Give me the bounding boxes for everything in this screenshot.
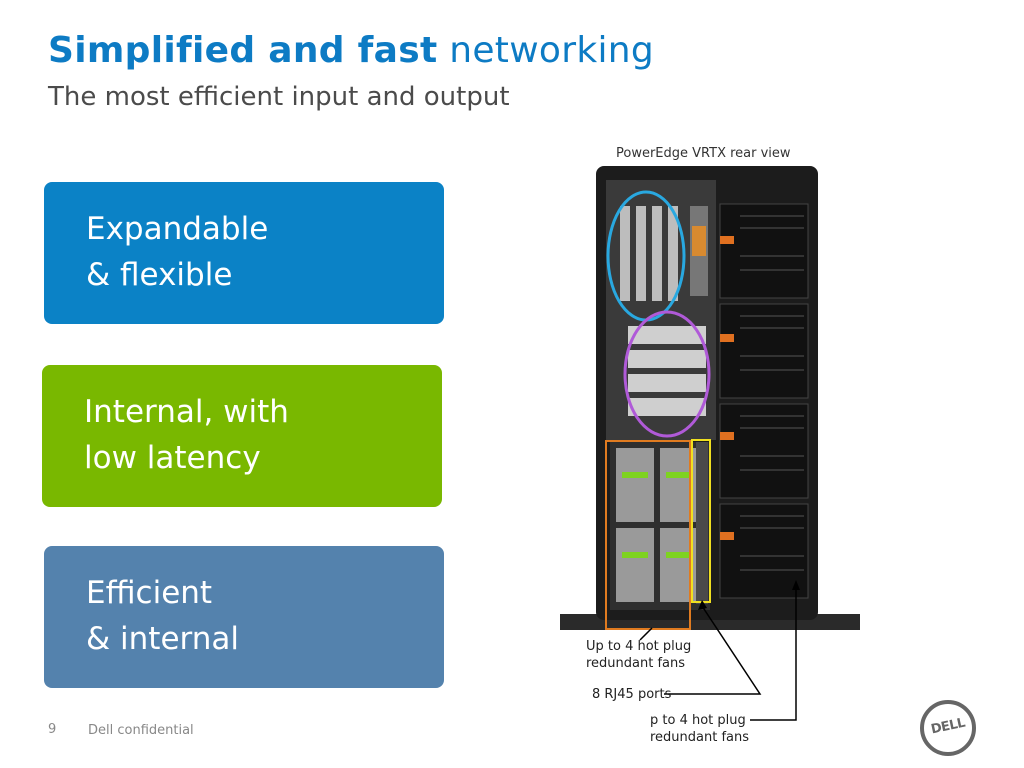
card-label: Expandable & flexible bbox=[86, 211, 269, 293]
card-label: Internal, with low latency bbox=[84, 394, 289, 476]
dell-logo: DELL bbox=[920, 700, 976, 756]
label-fans-2: p to 4 hot plug redundant fans bbox=[650, 713, 750, 745]
logo-text: DELL bbox=[929, 715, 967, 738]
page-number: 9 bbox=[48, 722, 57, 737]
card-efficient: Efficient & internal bbox=[44, 546, 444, 688]
page-title: Simplified and fast networking bbox=[48, 30, 654, 71]
server-rear-image bbox=[560, 166, 860, 630]
label-fans-1: Up to 4 hot plug redundant fans bbox=[586, 639, 692, 671]
purple-highlight-ring bbox=[623, 310, 711, 438]
card-expandable: Expandable & flexible bbox=[44, 182, 444, 324]
confidential-footer: Dell confidential bbox=[88, 723, 194, 738]
card-label: Efficient & internal bbox=[86, 575, 239, 657]
page-subtitle: The most efficient input and output bbox=[48, 82, 510, 112]
title-bold: Simplified and fast bbox=[48, 30, 438, 71]
card-internal: Internal, with low latency bbox=[42, 365, 442, 507]
figure-caption: PowerEdge VRTX rear view bbox=[616, 146, 791, 161]
label-rj45: 8 RJ45 ports bbox=[592, 687, 672, 702]
yellow-highlight-box bbox=[691, 439, 711, 603]
orange-highlight-box bbox=[605, 440, 691, 630]
title-rest: networking bbox=[437, 30, 655, 71]
